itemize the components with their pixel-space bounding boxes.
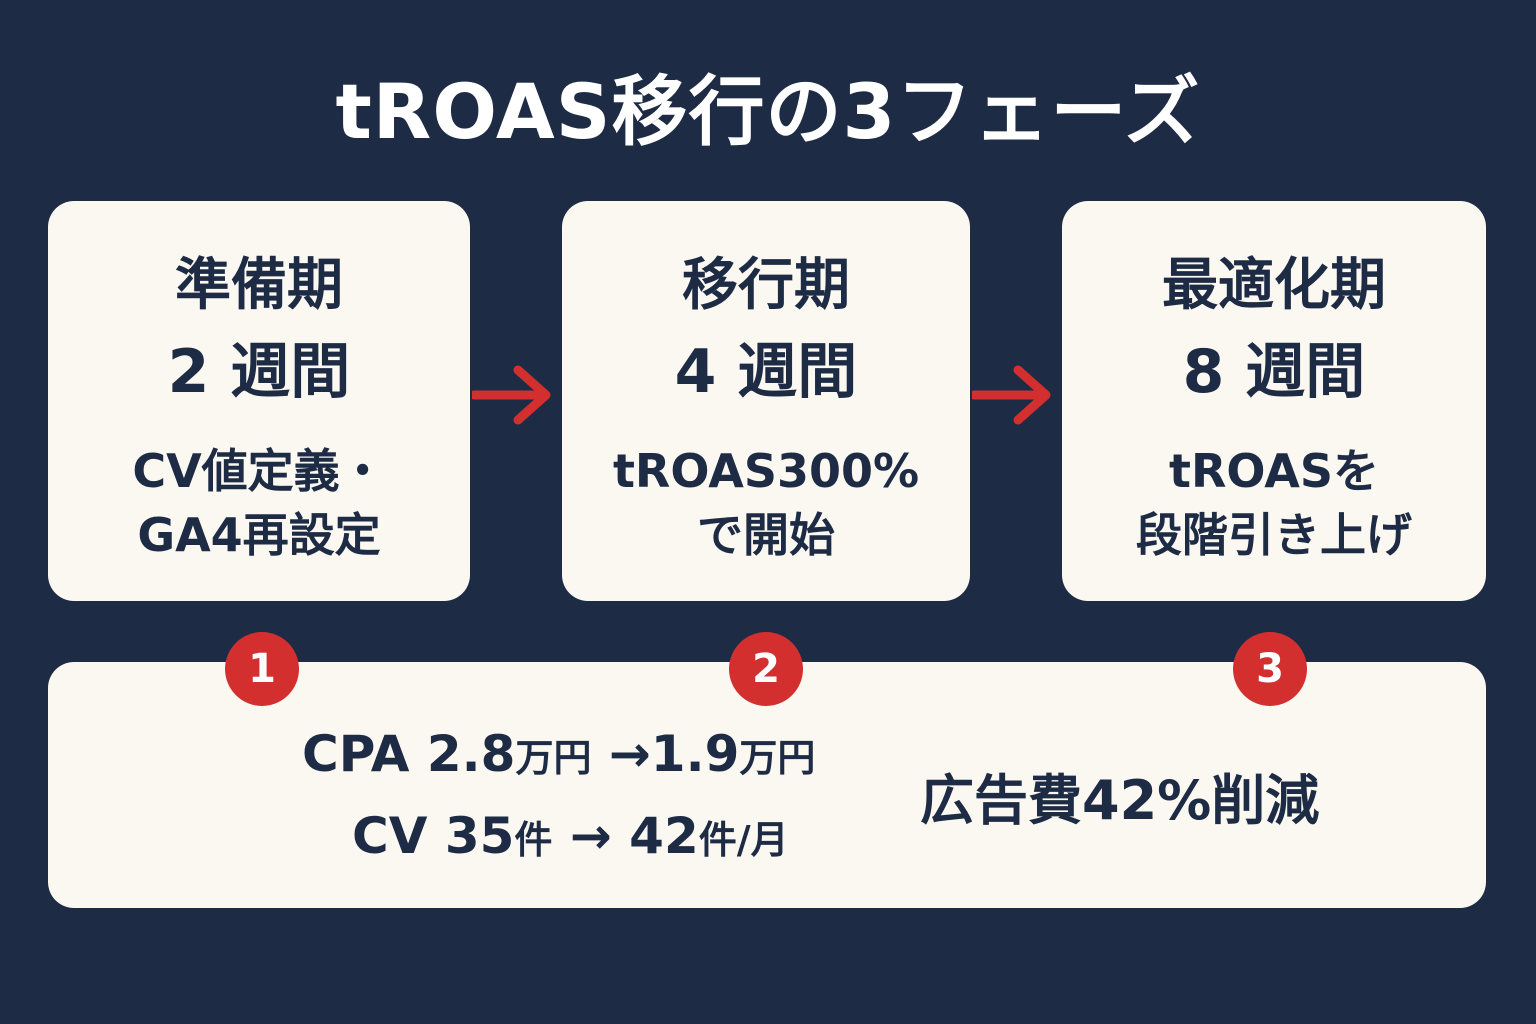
phase-name: 移行期	[682, 253, 850, 318]
phase-detail-line: CV値定義・	[132, 444, 386, 498]
arrow-right-icon	[472, 365, 551, 425]
phase-detail-line: 段階引き上げ	[1136, 508, 1412, 562]
phase-detail-line: tROASを	[1168, 444, 1379, 498]
phase-duration: 4 週間	[674, 337, 858, 407]
cv-metric: CV 35件 → 42件/月	[352, 804, 789, 872]
phase-detail: tROAS300% で開始	[562, 439, 970, 567]
phase-detail: tROASを 段階引き上げ	[1062, 439, 1486, 567]
ad-cost-saving: 広告費42%削減	[920, 769, 1320, 832]
arrow-right-icon	[972, 365, 1051, 425]
phase-card-optimization: 最適化期 8 週間 tROASを 段階引き上げ	[1062, 201, 1486, 601]
metric-unit: 件	[514, 818, 553, 862]
metric-label: CV	[352, 807, 428, 865]
step-badge-1: 1	[225, 632, 299, 706]
phase-name: 最適化期	[1162, 253, 1386, 318]
phase-detail-line: GA4再設定	[137, 508, 381, 562]
phase-detail-line: tROAS300%	[612, 444, 920, 498]
metric-unit: 万円	[515, 736, 592, 780]
metric-unit: 万円	[739, 736, 816, 780]
metric-before: 35	[444, 807, 515, 865]
phase-name: 準備期	[175, 253, 343, 318]
metric-label: CPA	[302, 725, 410, 783]
metric-unit: 件/月	[698, 818, 789, 862]
phase-duration: 2 週間	[167, 337, 351, 407]
metric-arrow: →	[569, 807, 612, 865]
phase-duration: 8 週間	[1182, 337, 1366, 407]
metric-after: 42	[629, 807, 699, 865]
page-title: tROAS移行の3フェーズ	[335, 67, 1201, 156]
cpa-metric: CPA 2.8万円 →1.9万円	[302, 722, 815, 790]
metric-after: 1.9	[650, 725, 740, 783]
metric-before: 2.8	[426, 725, 516, 783]
step-badge-3: 3	[1233, 632, 1307, 706]
phase-card-migration: 移行期 4 週間 tROAS300% で開始	[562, 201, 970, 601]
metric-arrow: →	[608, 725, 651, 783]
phase-detail: CV値定義・ GA4再設定	[48, 439, 470, 567]
step-badge-2: 2	[729, 632, 803, 706]
phase-detail-line: で開始	[697, 508, 835, 562]
phase-card-preparation: 準備期 2 週間 CV値定義・ GA4再設定	[48, 201, 470, 601]
